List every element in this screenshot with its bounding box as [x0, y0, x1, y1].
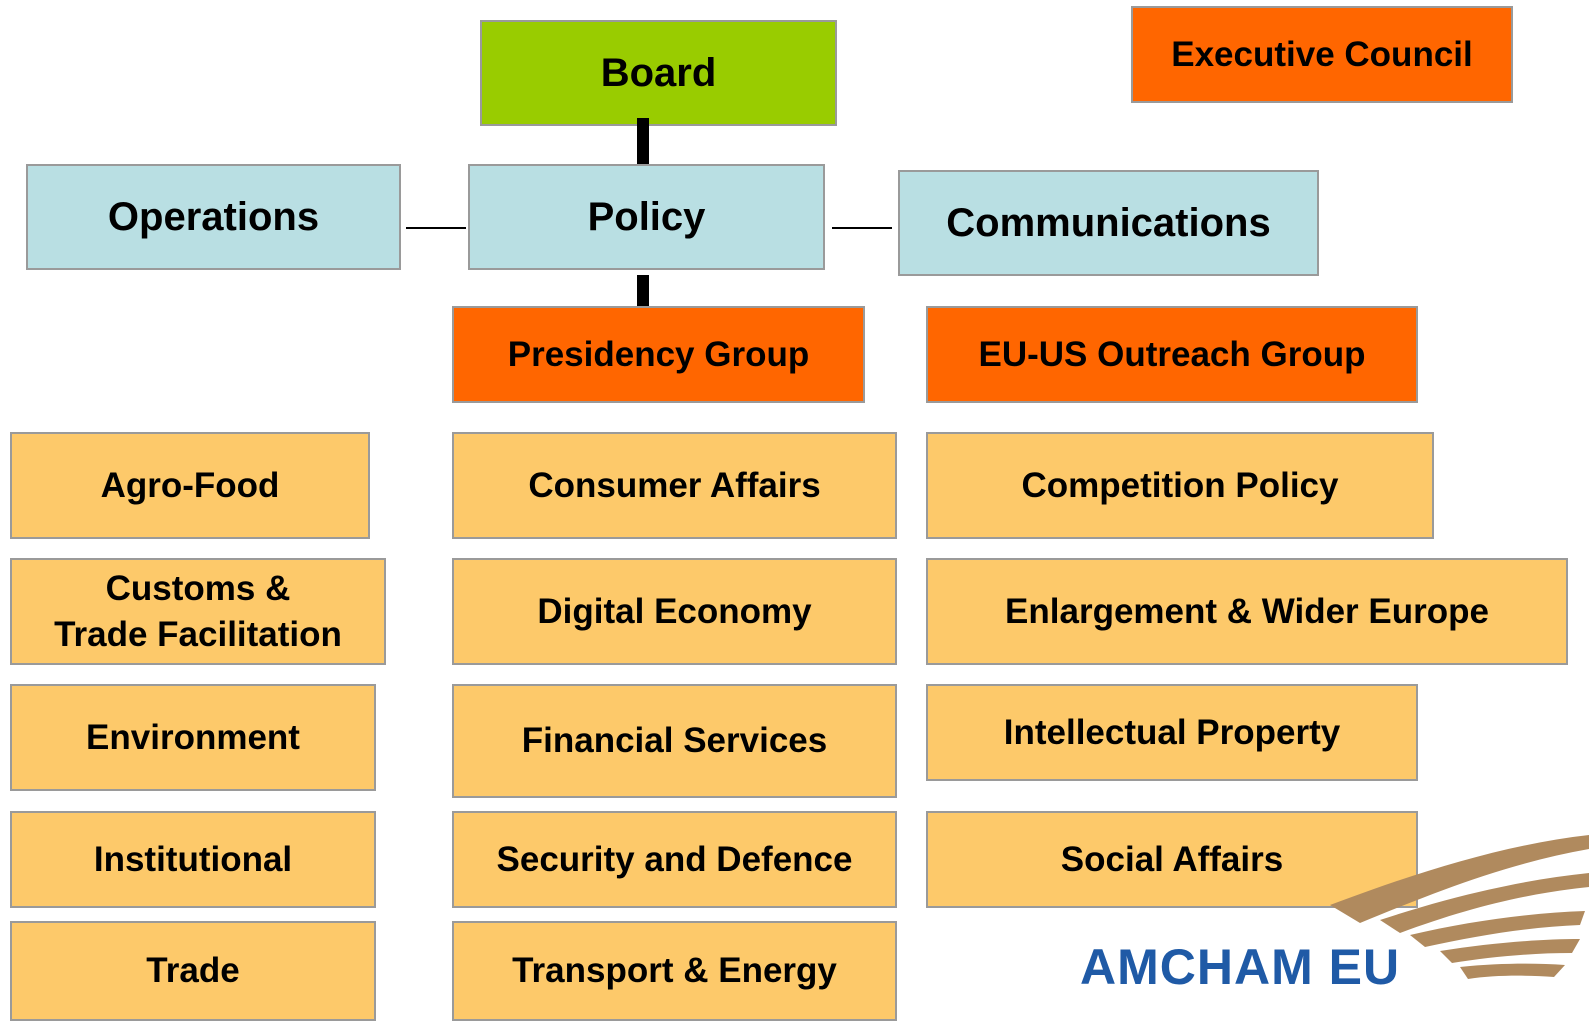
committee-label: Security and Defence: [496, 839, 853, 879]
amcham-eu-logo: [1330, 835, 1589, 979]
policy-presidency-connector: [637, 275, 649, 307]
board-box: Board: [480, 20, 837, 126]
committee-environment: Environment: [10, 684, 376, 791]
committee-intellectual-property: Intellectual Property: [926, 684, 1418, 781]
executive-council-label: Executive Council: [1171, 34, 1473, 74]
committee-label: Intellectual Property: [1003, 712, 1341, 752]
committee-agro-food: Agro-Food: [10, 432, 370, 539]
committee-label-line-1: Customs &: [105, 569, 291, 608]
committee-label-line-2: Trade Facilitation: [54, 614, 342, 654]
operations-box: Operations: [26, 164, 401, 270]
committee-label: Trade: [146, 951, 240, 991]
committee-label: Enlargement & Wider Europe: [1005, 591, 1489, 631]
committee-trade: Trade: [10, 921, 376, 1021]
committee-financial-services: Financial Services: [452, 684, 897, 798]
committee-label: Environment: [86, 717, 300, 757]
committee-label: Financial Services: [521, 721, 828, 761]
committee-label: Agro-Food: [100, 465, 280, 505]
communications-label: Communications: [946, 201, 1271, 245]
committee-consumer-affairs: Consumer Affairs: [452, 432, 897, 539]
committee-security-and-defence: Security and Defence: [452, 811, 897, 908]
presidency-group-box: Presidency Group: [452, 306, 865, 403]
eu-us-outreach-group-box: EU-US Outreach Group: [926, 306, 1418, 403]
committee-customs-trade-facilitation: Customs & Trade Facilitation: [10, 558, 386, 665]
communications-box: Communications: [898, 170, 1319, 276]
committee-label: Consumer Affairs: [528, 465, 821, 505]
presidency-group-label: Presidency Group: [507, 334, 810, 374]
executive-council-box: Executive Council: [1131, 6, 1513, 103]
operations-policy-connector: [406, 227, 466, 229]
committee-transport-energy: Transport & Energy: [452, 921, 897, 1021]
operations-label: Operations: [107, 195, 320, 239]
policy-communications-connector: [832, 227, 892, 229]
policy-box: Policy: [468, 164, 825, 270]
eagle-wing-icon: [1330, 835, 1589, 979]
committee-digital-economy: Digital Economy: [452, 558, 897, 665]
committee-label: Competition Policy: [1021, 465, 1339, 505]
policy-label: Policy: [587, 195, 706, 239]
committee-label: Institutional: [93, 839, 293, 879]
committee-label: Digital Economy: [537, 591, 812, 631]
committee-competition-policy: Competition Policy: [926, 432, 1434, 539]
committee-label: Social Affairs: [1060, 839, 1284, 879]
committee-institutional: Institutional: [10, 811, 376, 908]
eu-us-outreach-group-label: EU-US Outreach Group: [978, 334, 1366, 374]
board-policy-connector: [637, 118, 649, 164]
board-label: Board: [600, 51, 717, 95]
committee-label: Transport & Energy: [512, 951, 837, 991]
committee-enlargement-wider-europe: Enlargement & Wider Europe: [926, 558, 1568, 665]
committee-social-affairs: Social Affairs: [926, 811, 1418, 908]
amcham-eu-logo-text: AMCHAM EU: [1080, 939, 1401, 995]
